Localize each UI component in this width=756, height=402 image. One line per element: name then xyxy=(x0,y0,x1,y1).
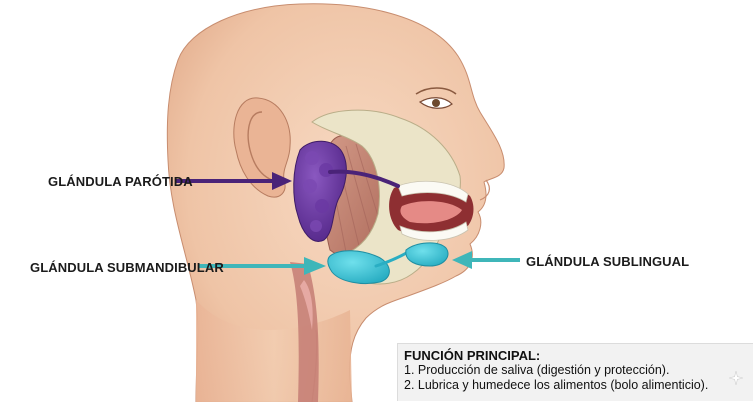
submandibular-label: GLÁNDULA SUBMANDIBULAR xyxy=(30,260,224,275)
ear xyxy=(233,97,291,198)
sparkle-icon xyxy=(729,371,743,385)
skull-bone xyxy=(311,109,461,285)
info-title: FUNCIÓN PRINCIPAL: xyxy=(404,348,541,363)
throat xyxy=(290,262,319,402)
info-line-1: 1. Producción de saliva (digestión y pro… xyxy=(404,363,670,377)
parotid-label: GLÁNDULA PARÓTIDA xyxy=(48,174,193,189)
sublingual-label: GLÁNDULA SUBLINGUAL xyxy=(526,254,690,269)
sublingual-arrow xyxy=(452,251,520,269)
eye xyxy=(415,87,457,109)
parotid-arrow xyxy=(176,172,292,190)
parotid-gland xyxy=(293,140,400,242)
sublingual-gland xyxy=(405,242,449,267)
function-info-box: FUNCIÓN PRINCIPAL: 1. Producción de sali… xyxy=(397,343,753,401)
info-line-2: 2. Lubrica y humedece los alimentos (bol… xyxy=(404,378,709,392)
submandibular-arrow xyxy=(198,257,326,275)
mouth xyxy=(389,179,490,241)
